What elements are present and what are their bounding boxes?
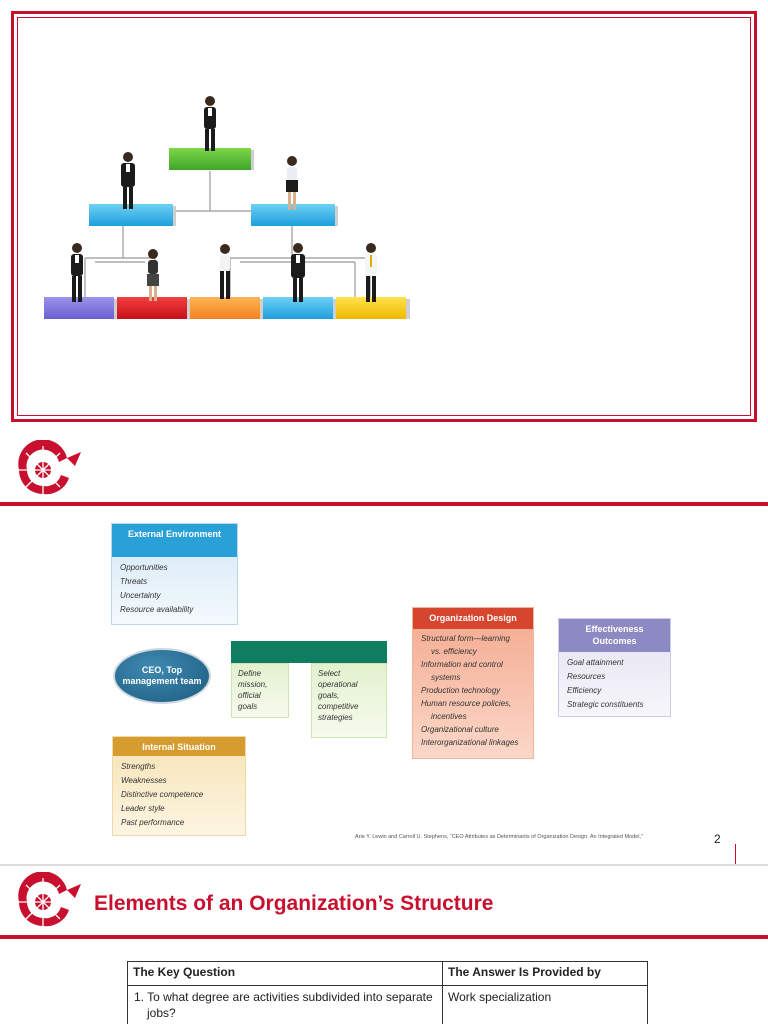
structure-table: The Key Question The Answer Is Provided … <box>127 961 648 1024</box>
int-item: Leader style <box>121 804 165 813</box>
corner-mark <box>735 844 736 864</box>
define-mission-text: Define mission, official goals <box>238 669 268 711</box>
select-goals-text: Select operational goals, competitive st… <box>318 669 359 722</box>
person-staff-5-icon <box>365 243 377 302</box>
ext-item: Uncertainty <box>120 591 161 600</box>
person-ceo-icon <box>204 96 216 151</box>
university-logo-icon <box>18 872 81 927</box>
org-platforms <box>44 148 410 319</box>
table-row: 1. To what degree are activities subdivi… <box>127 985 648 1024</box>
external-environment-title: External Environment <box>112 524 237 557</box>
header-rule <box>0 502 768 506</box>
slide-frame-inner <box>17 17 751 416</box>
ext-item: Threats <box>120 577 148 586</box>
eff-item: Goal attainment <box>567 658 624 667</box>
page-number: 2 <box>714 832 721 846</box>
table-cell-answer: Work specialization <box>442 985 648 1024</box>
org-people <box>71 96 377 302</box>
select-goals-box: Select operational goals, competitive st… <box>311 663 387 738</box>
org-chart-illustration <box>44 96 410 319</box>
university-logo-icon <box>18 440 81 495</box>
internal-situation-box: Internal Situation Strengths Weaknesses … <box>112 736 246 836</box>
person-staff-1-icon <box>71 243 83 302</box>
table-header-answer: The Answer Is Provided by <box>442 961 648 986</box>
person-manager-left-icon <box>121 152 135 209</box>
question-text: 1. To what degree are activities subdivi… <box>134 990 433 1020</box>
ext-item: Resource availability <box>120 605 194 614</box>
int-item: Past performance <box>121 818 185 827</box>
design-item: Interorganizational linkages <box>421 738 519 747</box>
org-chart-slide <box>0 0 768 430</box>
slide-title: Elements of an Organization’s Structure <box>94 892 494 915</box>
table-header-key-question: The Key Question <box>127 961 443 986</box>
design-item: Information and control <box>421 660 503 669</box>
strategy-header-bar <box>231 641 387 663</box>
internal-situation-title: Internal Situation <box>113 737 245 756</box>
source-citation: Arie Y. Lewin and Carroll U. Stephens, “… <box>355 834 643 840</box>
eff-item: Resources <box>567 672 606 681</box>
ext-item: Opportunities <box>120 563 168 572</box>
design-item: Organizational culture <box>421 725 499 734</box>
define-mission-box: Define mission, official goals <box>231 663 289 718</box>
person-staff-4-icon <box>291 243 305 302</box>
ceo-top-management-node: CEO, Top management team <box>113 648 211 704</box>
organization-design-title: Organization Design <box>413 608 533 629</box>
design-item: Production technology <box>421 686 501 695</box>
design-item: incentives <box>431 712 467 721</box>
person-manager-right-icon <box>286 156 298 210</box>
design-item: Human resource policies, <box>421 699 512 708</box>
design-item: Structural form—learning <box>421 634 510 643</box>
eff-item: Efficiency <box>567 686 602 695</box>
int-item: Weaknesses <box>121 776 167 785</box>
table-cell-question: 1. To what degree are activities subdivi… <box>127 985 443 1024</box>
effectiveness-outcomes-box: Effectiveness Outcomes Goal attainment R… <box>558 618 671 717</box>
int-item: Strengths <box>121 762 156 771</box>
organization-design-box: Organization Design Structural form—lear… <box>412 607 534 759</box>
table-header-row: The Key Question The Answer Is Provided … <box>127 961 648 986</box>
effectiveness-outcomes-title: Effectiveness Outcomes <box>559 619 670 652</box>
slide-separator <box>0 864 768 866</box>
design-item: systems <box>431 673 461 682</box>
header-rule <box>0 935 768 939</box>
person-staff-3-icon <box>220 244 230 299</box>
int-item: Distinctive competence <box>121 790 204 799</box>
person-staff-2-icon <box>147 249 159 301</box>
slide-frame-outer <box>11 11 757 422</box>
eff-item: Strategic constituents <box>567 700 644 709</box>
design-item: vs. efficiency <box>431 647 477 656</box>
external-environment-box: External Environment Opportunities Threa… <box>111 523 238 625</box>
